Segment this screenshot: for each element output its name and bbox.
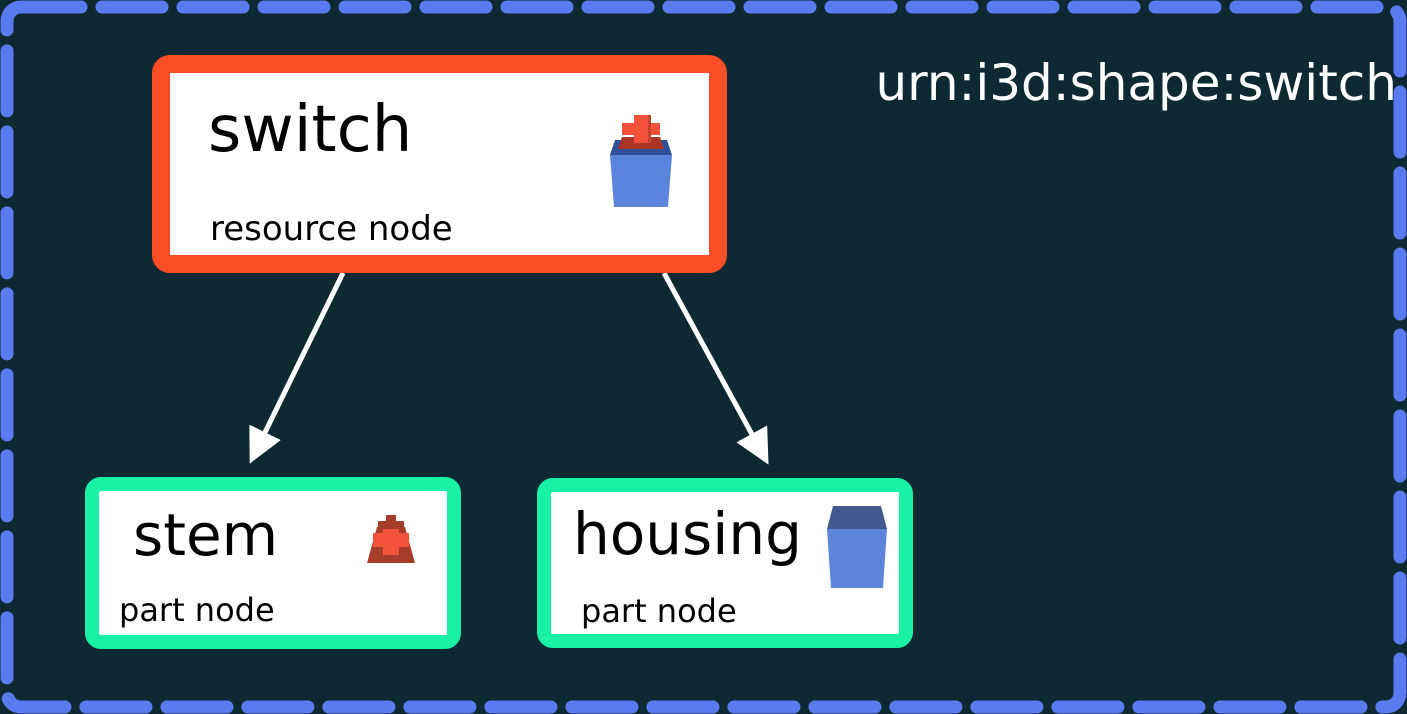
node-stem-type-label: part node	[119, 591, 275, 629]
node-stem[interactable]: stem part node	[85, 477, 461, 649]
edge-switch-to-housing	[661, 271, 769, 465]
node-switch-type-label: resource node	[210, 209, 453, 249]
switch-stem-3d-icon	[367, 515, 415, 563]
edge-switch-to-stem	[249, 271, 346, 464]
node-housing-type-label: part node	[581, 592, 737, 630]
node-switch[interactable]: switch resource node	[152, 55, 727, 273]
keyboard-switch-3d-icon	[610, 115, 672, 207]
switch-housing-3d-icon	[827, 506, 887, 588]
node-switch-label: switch	[208, 93, 413, 167]
node-housing-label: housing	[573, 500, 802, 568]
node-housing[interactable]: housing part node	[537, 478, 913, 648]
node-stem-label: stem	[133, 501, 279, 569]
diagram-title: urn:i3d:shape:switch	[875, 54, 1397, 112]
